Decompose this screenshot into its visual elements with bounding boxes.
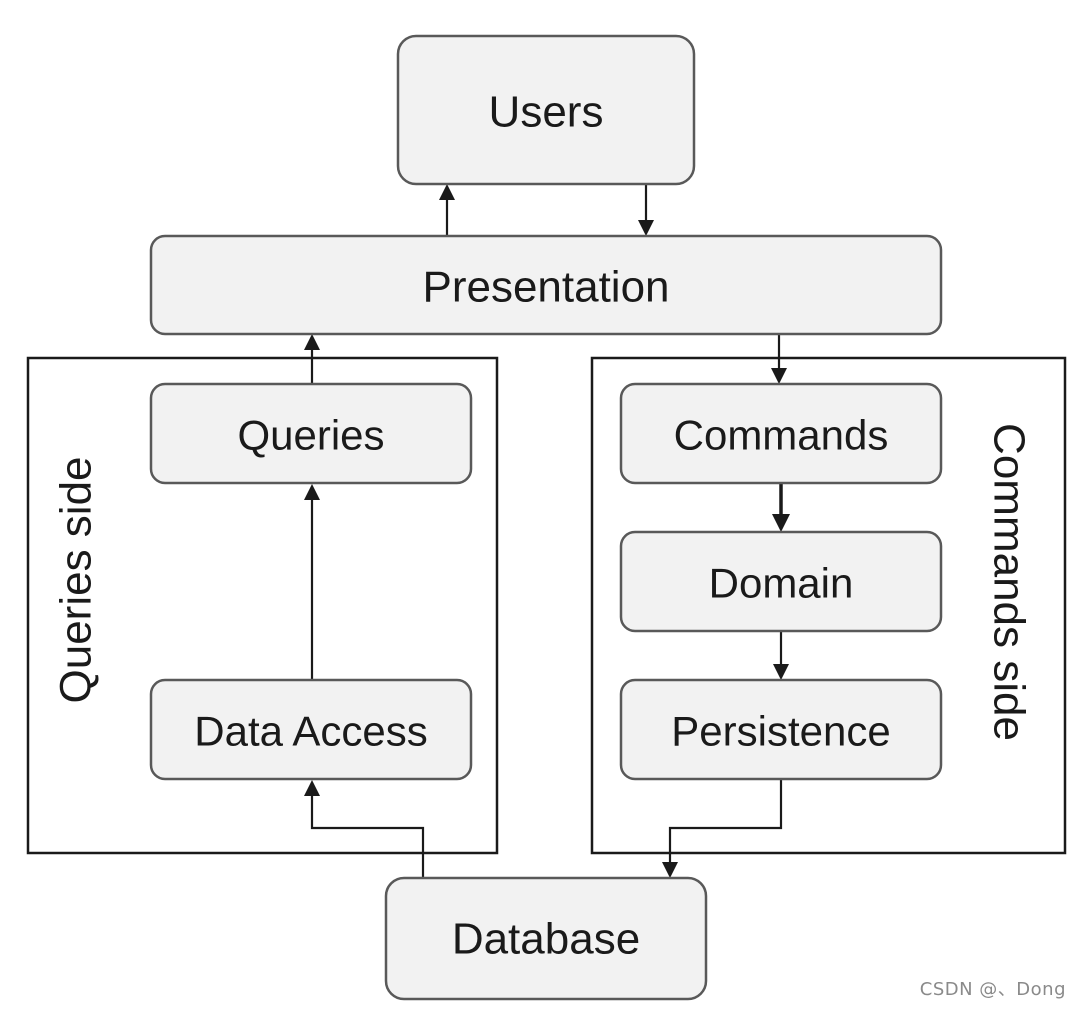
domain-label: Domain (709, 560, 854, 607)
commands-label: Commands (674, 412, 889, 459)
presentation-label: Presentation (422, 263, 669, 312)
persistence-label: Persistence (671, 708, 890, 755)
queries-label: Queries (237, 412, 384, 459)
arrowhead-persistence-in (773, 664, 789, 680)
arrowhead-database-in (662, 862, 678, 878)
arrowhead-queries-in (304, 484, 320, 500)
queries-node: Queries (149, 382, 473, 485)
presentation-node: Presentation (149, 234, 943, 336)
domain-node: Domain (619, 530, 943, 633)
arrowhead-presentation-in (638, 220, 654, 236)
queries-side-frame (26, 356, 499, 855)
arrowhead-domain-in (772, 514, 790, 532)
database-label: Database (452, 915, 640, 964)
commands-node: Commands (619, 382, 943, 485)
commands-side-label: Commands side (985, 423, 1034, 741)
edge-persistence-to-database (668, 779, 783, 864)
queries-side-label: Queries side (52, 456, 101, 703)
database-node: Database (384, 876, 708, 1001)
users-node: Users (396, 34, 696, 186)
data-access-node: Data Access (149, 678, 473, 781)
arrowhead-users-in (439, 184, 455, 200)
persistence-node: Persistence (619, 678, 943, 781)
data-access-label: Data Access (194, 708, 427, 755)
arrowhead-data-access-in (304, 780, 320, 796)
commands-side-frame (590, 356, 1067, 855)
edge-database-to-data-access (310, 794, 425, 878)
csdn-watermark: CSDN @、Dong (919, 979, 1066, 1000)
arrowhead-presentation-from-queries (304, 334, 320, 350)
users-label: Users (489, 88, 604, 137)
arrowhead-commands-in (771, 368, 787, 384)
